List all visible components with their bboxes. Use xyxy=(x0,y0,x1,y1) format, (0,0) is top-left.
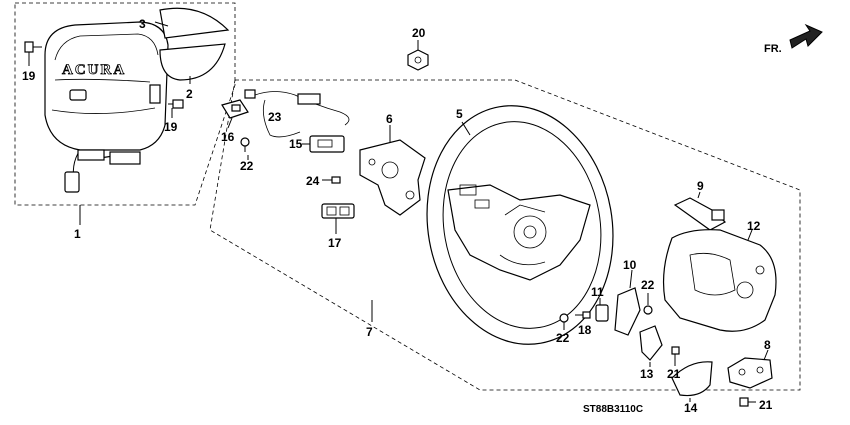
bolt-19-left xyxy=(24,41,42,66)
callout-7: 7 xyxy=(366,325,373,339)
switch-15 xyxy=(302,135,345,153)
callout-1: 1 xyxy=(74,227,81,241)
steering-wheel-5 xyxy=(426,105,614,345)
callout-18: 18 xyxy=(578,323,592,337)
switch-9 xyxy=(673,191,727,231)
callout-15: 15 xyxy=(289,137,303,151)
callout-17: 17 xyxy=(328,236,342,250)
callout-20: 20 xyxy=(412,26,426,40)
cover-13 xyxy=(639,325,663,367)
cover-14 xyxy=(671,361,713,402)
steering-wheel-group-outline xyxy=(209,79,801,391)
airbag-brand-text: ACURA xyxy=(62,62,126,78)
callout-21-middle: 21 xyxy=(667,367,681,381)
callout-6: 6 xyxy=(386,112,393,126)
callout-22-right: 22 xyxy=(641,278,655,292)
wiring-harness-23 xyxy=(244,89,350,138)
screw-24 xyxy=(322,176,341,184)
switch-17 xyxy=(321,203,355,234)
screw-22-right xyxy=(643,293,653,315)
front-direction-label: FR. xyxy=(764,43,782,55)
callout-10: 10 xyxy=(623,258,637,272)
label-sheets xyxy=(154,7,230,84)
airbag-module: ACURA xyxy=(44,21,169,193)
screw-21-middle xyxy=(671,346,680,366)
callout-19-right: 19 xyxy=(164,120,178,134)
callout-9: 9 xyxy=(697,179,704,193)
callout-22-lower: 22 xyxy=(556,331,570,345)
front-direction-arrow: FR. xyxy=(764,23,823,55)
switch-16 xyxy=(221,99,249,129)
callout-5: 5 xyxy=(456,107,463,121)
bracket-8 xyxy=(727,349,773,389)
nut-20 xyxy=(407,40,429,71)
callout-23: 23 xyxy=(268,110,282,124)
switch-11 xyxy=(595,298,609,322)
callout-2: 2 xyxy=(186,87,193,101)
lower-cover-12 xyxy=(662,229,777,332)
callout-12: 12 xyxy=(747,219,761,233)
screw-22-top xyxy=(240,137,250,160)
callout-24: 24 xyxy=(306,174,320,188)
callout-16: 16 xyxy=(221,130,235,144)
cover-10 xyxy=(614,269,641,336)
callout-22-top: 22 xyxy=(240,159,254,173)
screw-22-lower xyxy=(559,313,569,330)
airbag-group-outline xyxy=(14,2,236,206)
screw-18 xyxy=(575,311,591,319)
callout-3: 3 xyxy=(139,17,146,31)
callout-11: 11 xyxy=(591,285,604,299)
screw-21-lower xyxy=(739,397,756,407)
callout-8: 8 xyxy=(764,338,771,352)
bracket-6 xyxy=(359,125,426,216)
bolt-19-right xyxy=(168,99,184,118)
callout-21-lower: 21 xyxy=(759,398,773,412)
callout-19-left: 19 xyxy=(22,69,36,83)
callout-13: 13 xyxy=(640,367,654,381)
callout-14: 14 xyxy=(684,401,698,415)
diagram-code: ST88B3110C xyxy=(583,404,643,415)
